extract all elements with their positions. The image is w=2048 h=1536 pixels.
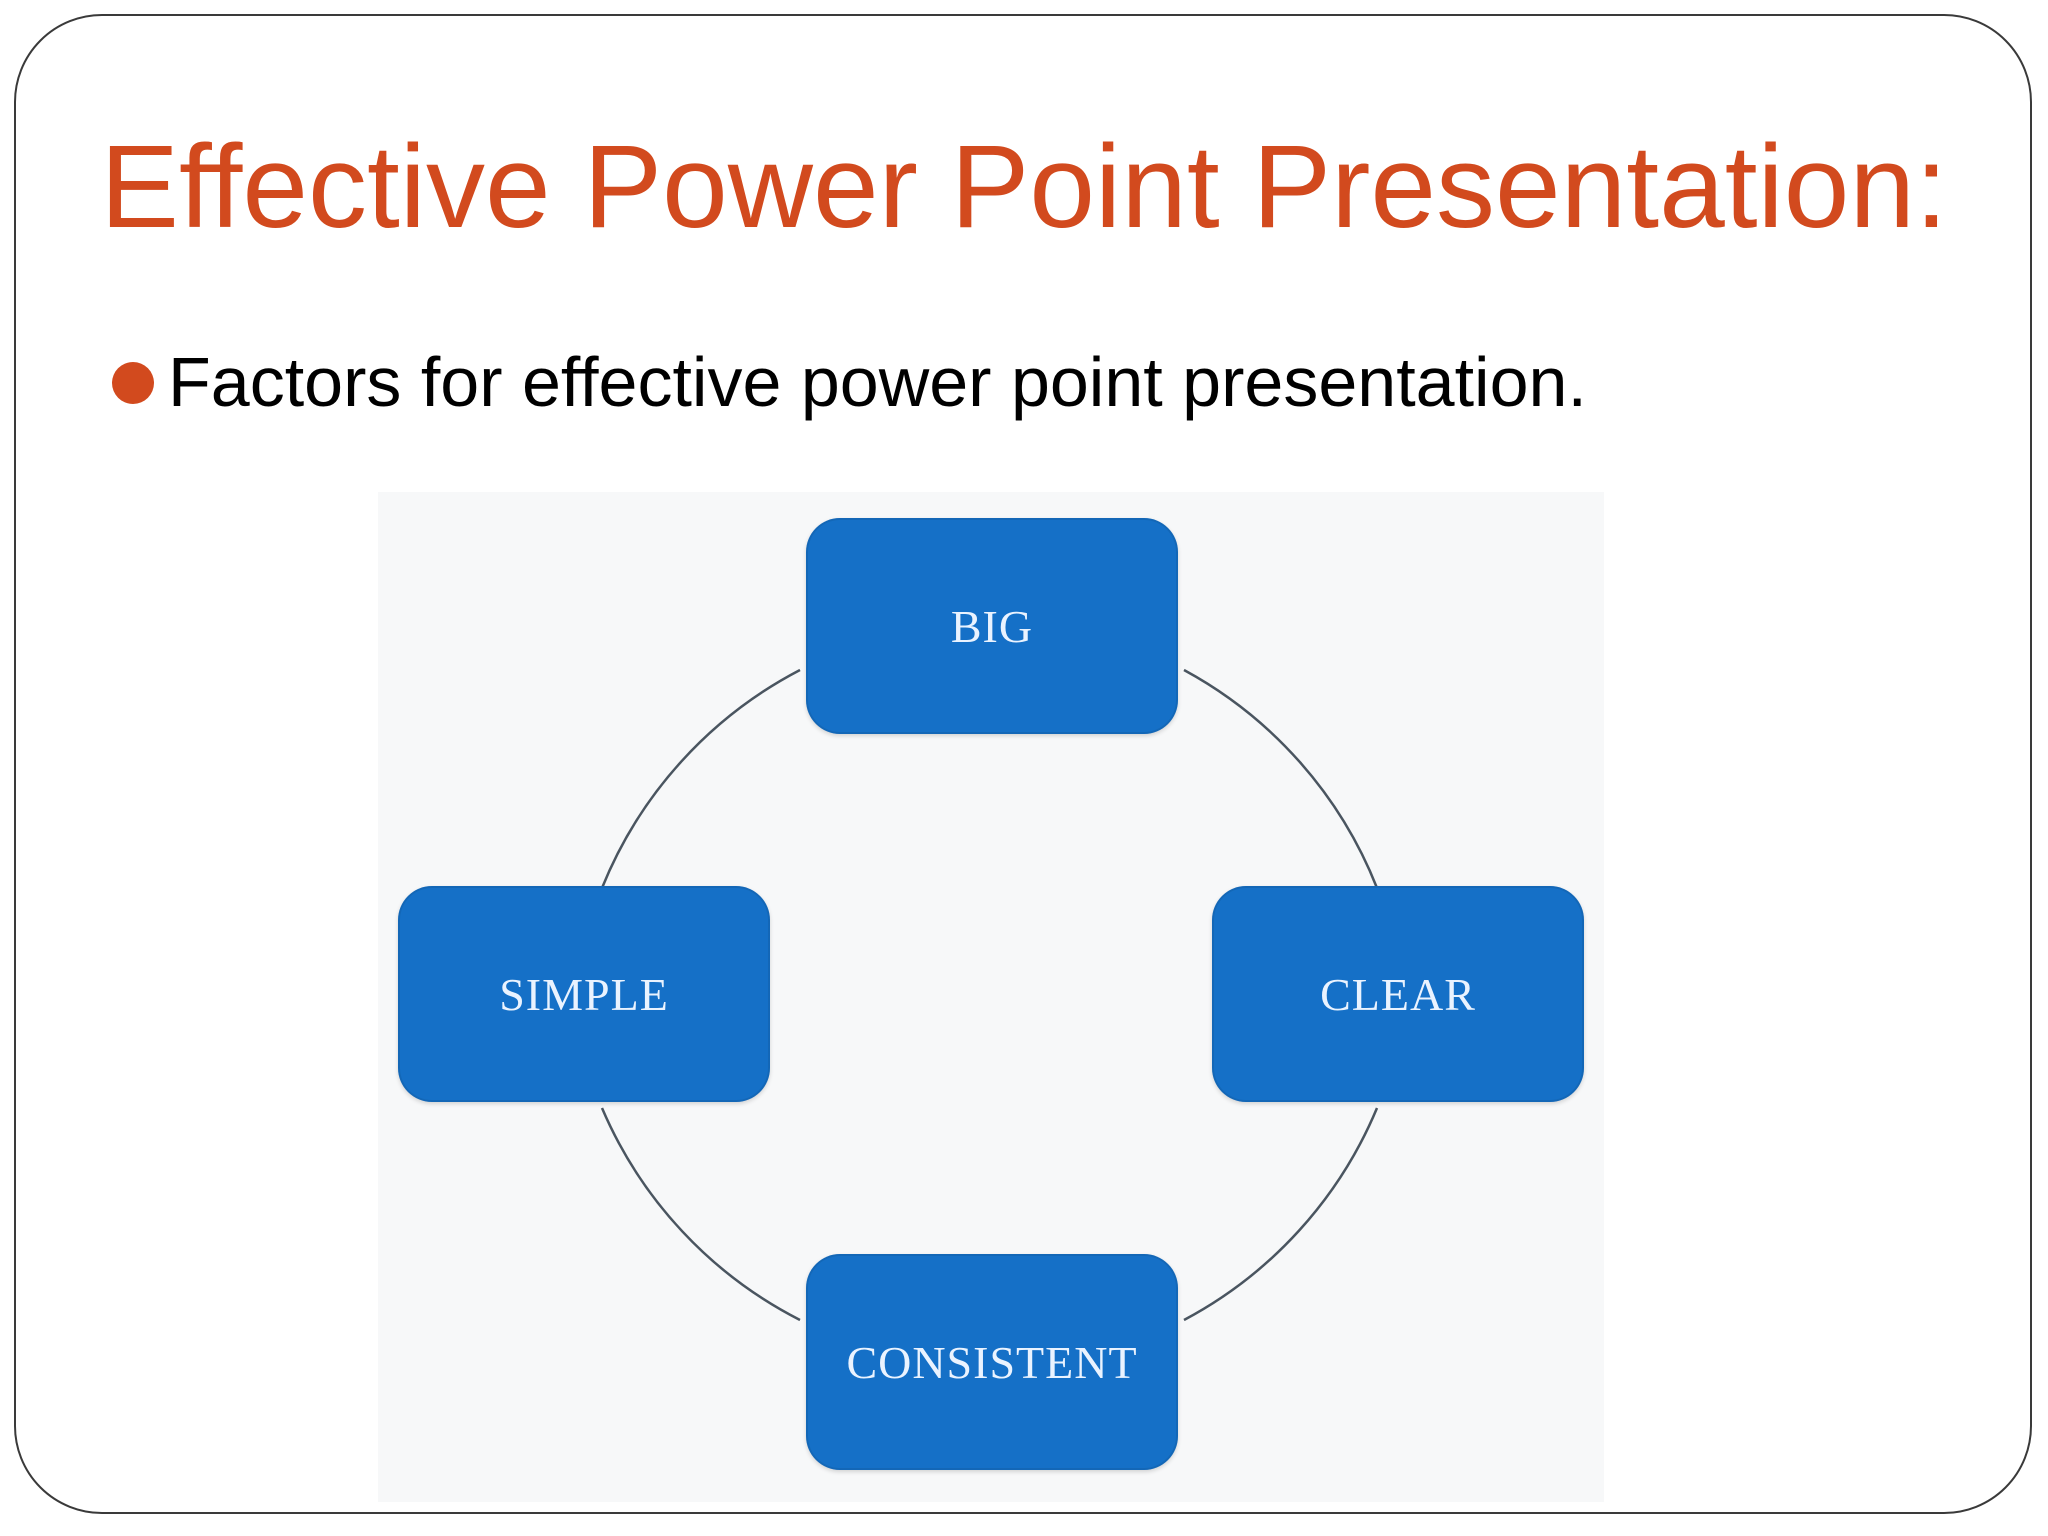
node-big: BIG: [806, 518, 1178, 734]
node-consistent: CONSISTENT: [806, 1254, 1178, 1470]
connector-top-right: [1183, 668, 1379, 889]
node-simple: SIMPLE: [398, 886, 770, 1102]
connector-right-bottom: [1183, 1107, 1379, 1322]
slide-title: Effective Power Point Presentation:: [100, 121, 1948, 253]
node-clear: CLEAR: [1212, 886, 1584, 1102]
bullet-text: Factors for effective power point presen…: [168, 343, 1587, 421]
connector-bottom-left: [600, 1107, 801, 1322]
connector-left-top: [600, 668, 801, 889]
bullet-dot: [112, 362, 154, 404]
